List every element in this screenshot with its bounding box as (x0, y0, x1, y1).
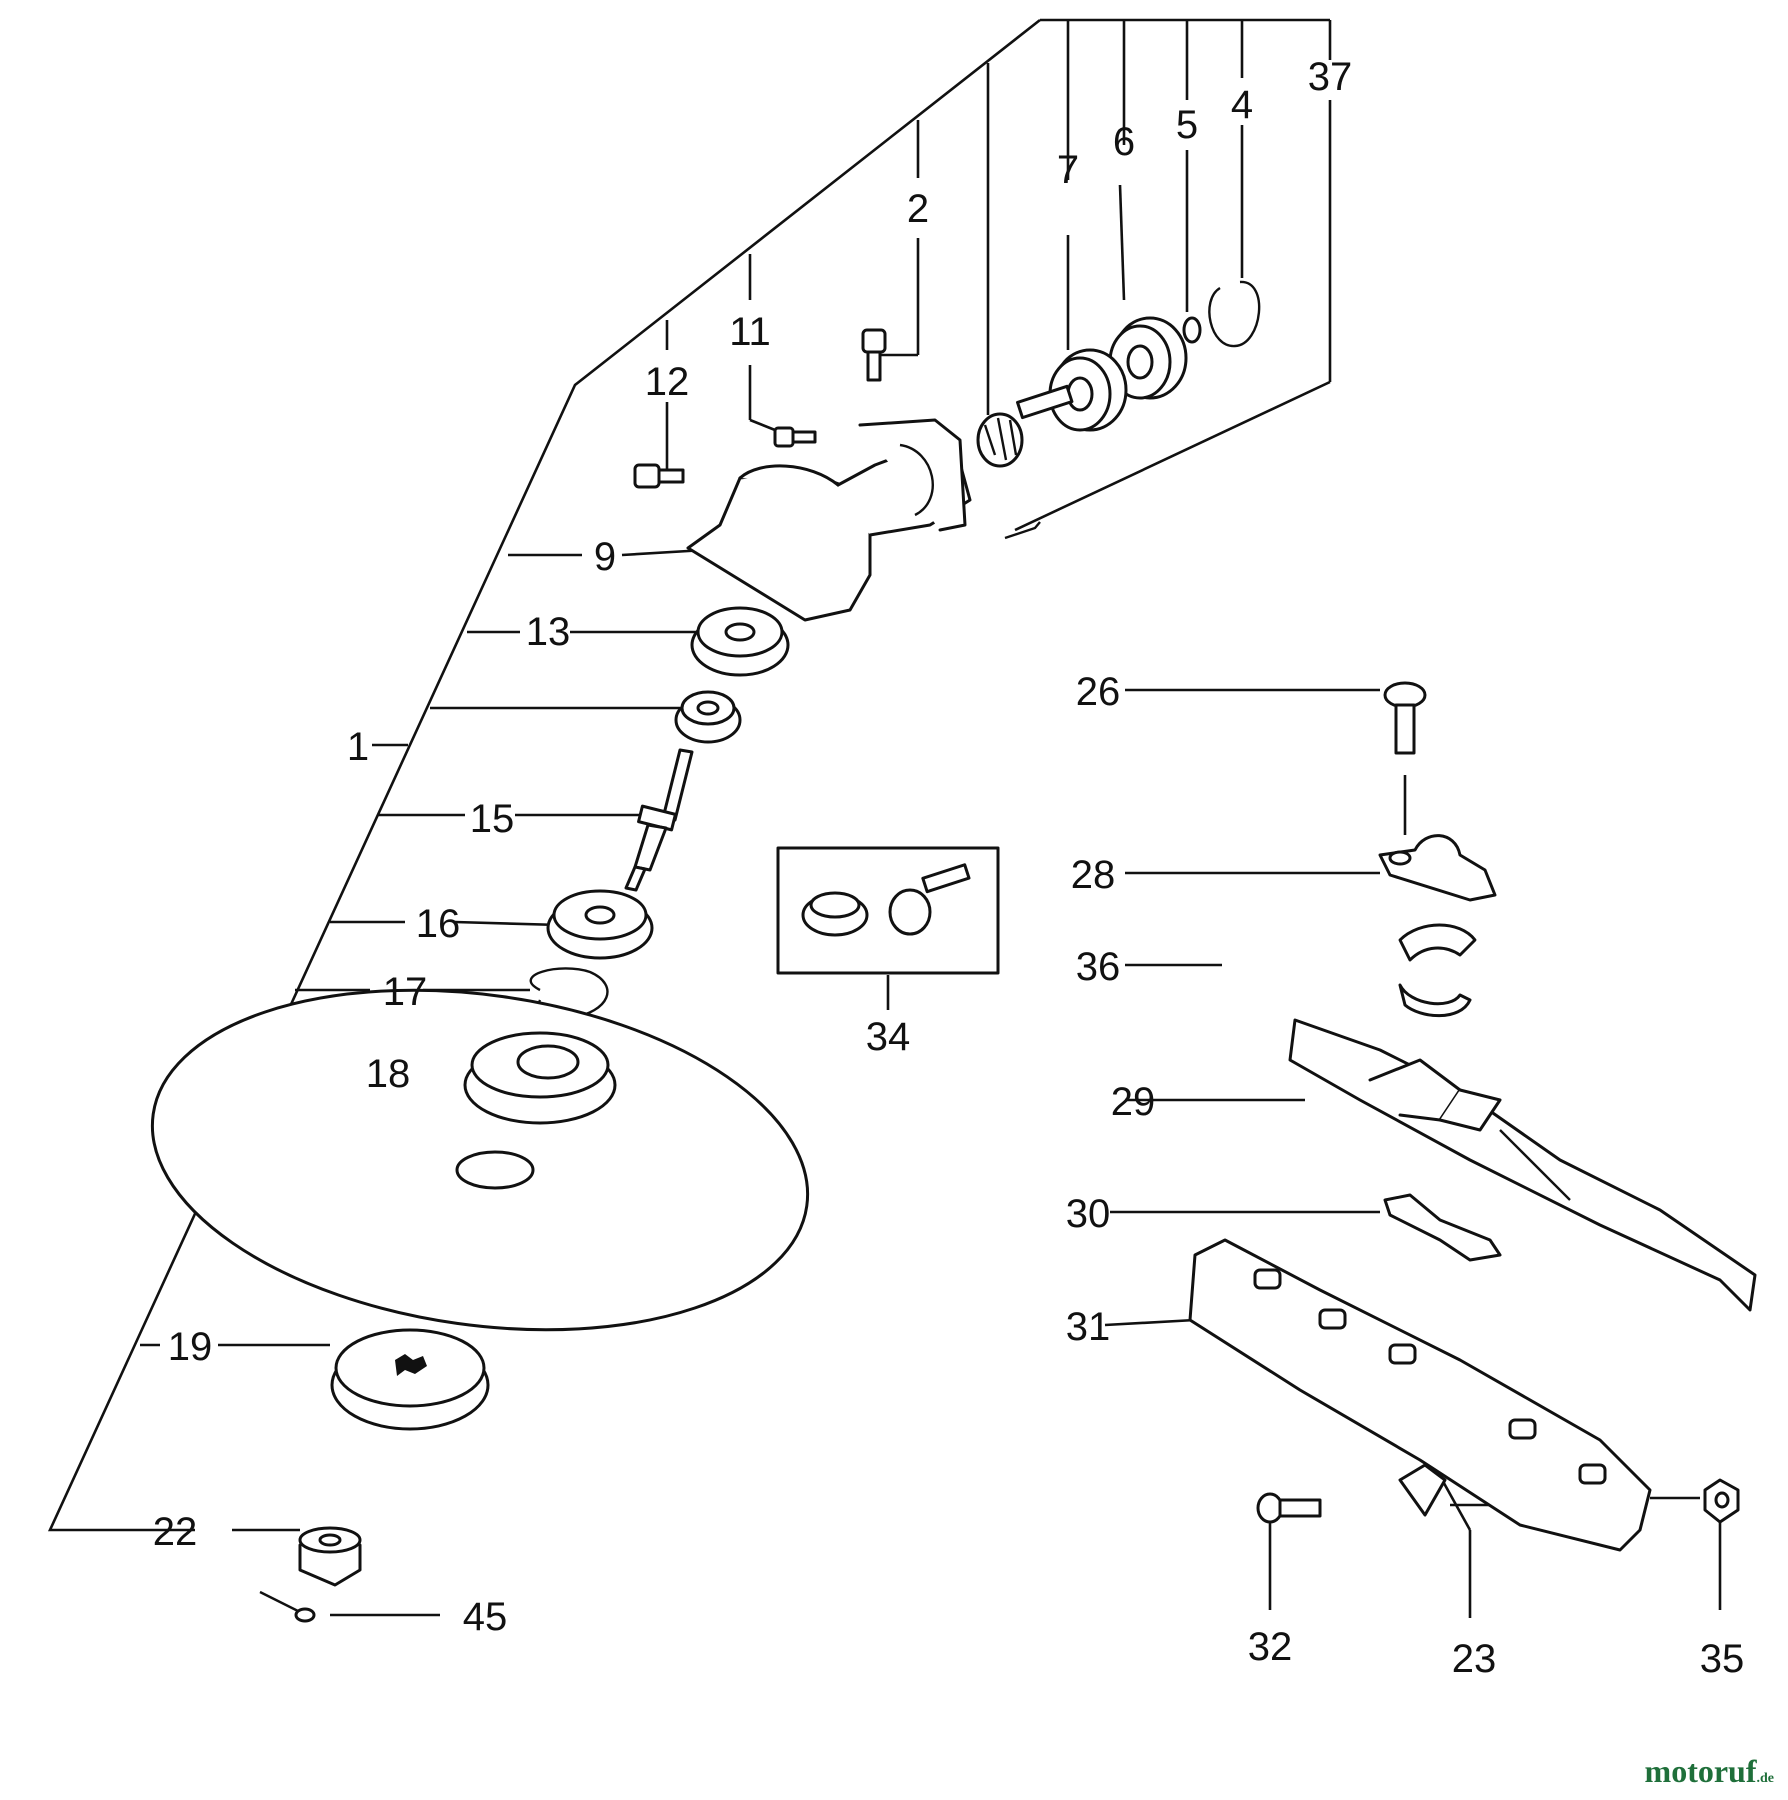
shaft-part (624, 748, 694, 892)
callout-35: 34 (866, 1015, 911, 1059)
callout-12: 12 (645, 360, 690, 404)
callout-26: 26 (1076, 670, 1121, 714)
callout-11: 11 (729, 310, 771, 354)
callout-7: 7 (1057, 148, 1079, 192)
callout-2: 2 (907, 187, 929, 231)
callout-4: 4 (1231, 83, 1253, 127)
bolt-34-part (1256, 1492, 1322, 1524)
callout-30: 30 (1066, 1192, 1111, 1236)
circlip-part (1208, 280, 1261, 348)
kit-box (776, 846, 1000, 975)
callout-16: 16 (416, 902, 461, 946)
callout-13: 13 (526, 610, 571, 654)
nut-36-part (1703, 1478, 1740, 1524)
watermark: motoruf.de (1645, 1753, 1774, 1790)
guard-plate-31-part (1188, 1238, 1652, 1552)
bracket-30-part (1383, 1193, 1502, 1262)
callout-labels: 37 4 5 6 7 2 11 12 9 13 1 15 16 17 18 19… (153, 55, 1745, 1681)
screw-26-part (1383, 681, 1427, 755)
callout-1: 1 (347, 725, 369, 769)
callout-36: 35 (1700, 1637, 1745, 1681)
callout-5: 5 (1176, 103, 1198, 147)
screw-12-part (633, 463, 685, 489)
guard-29-part (1288, 1018, 1757, 1312)
callout-22: 22 (153, 1510, 198, 1554)
screw-11-part (773, 426, 817, 448)
cushion-37-part (1398, 923, 1477, 1018)
callout-23: 37 (1308, 55, 1353, 99)
holder-18-part (463, 1031, 617, 1125)
gear-housing-part (686, 418, 972, 622)
callout-28: 28 (1071, 853, 1116, 897)
watermark-name: motoruf (1644, 1753, 1757, 1789)
callout-32: 23 (1452, 1637, 1497, 1681)
plate-32-part (1398, 1463, 1447, 1517)
callout-6: 6 (1113, 120, 1135, 164)
callout-17: 17 (383, 970, 428, 1014)
cover-19-part (330, 1328, 490, 1431)
bolt-2-part (861, 328, 887, 382)
callout-15: 15 (470, 797, 515, 841)
watermark-tld: .de (1756, 1771, 1775, 1786)
blade-center-hole (455, 1150, 535, 1190)
callout-19: 19 (168, 1325, 213, 1369)
cotter-pin-part (259, 1590, 316, 1623)
clamp-28-part (1378, 834, 1497, 902)
callout-45: 45 (463, 1595, 508, 1639)
washer-part (1182, 316, 1202, 344)
nut-22-part (298, 1526, 362, 1587)
callout-18: 18 (366, 1052, 411, 1096)
bearing-16-part (546, 889, 654, 960)
oil-seal-part (674, 690, 742, 744)
callout-9: 9 (594, 535, 616, 579)
callout-29: 29 (1111, 1080, 1156, 1124)
callout-37: 36 (1076, 945, 1121, 989)
pinion-gear-part (976, 384, 1074, 468)
bearing-13-part (690, 606, 790, 677)
callout-31: 31 (1066, 1305, 1111, 1349)
callout-34: 32 (1248, 1625, 1293, 1669)
pin-part (1004, 521, 1041, 540)
bearing-7-part (1048, 348, 1128, 432)
